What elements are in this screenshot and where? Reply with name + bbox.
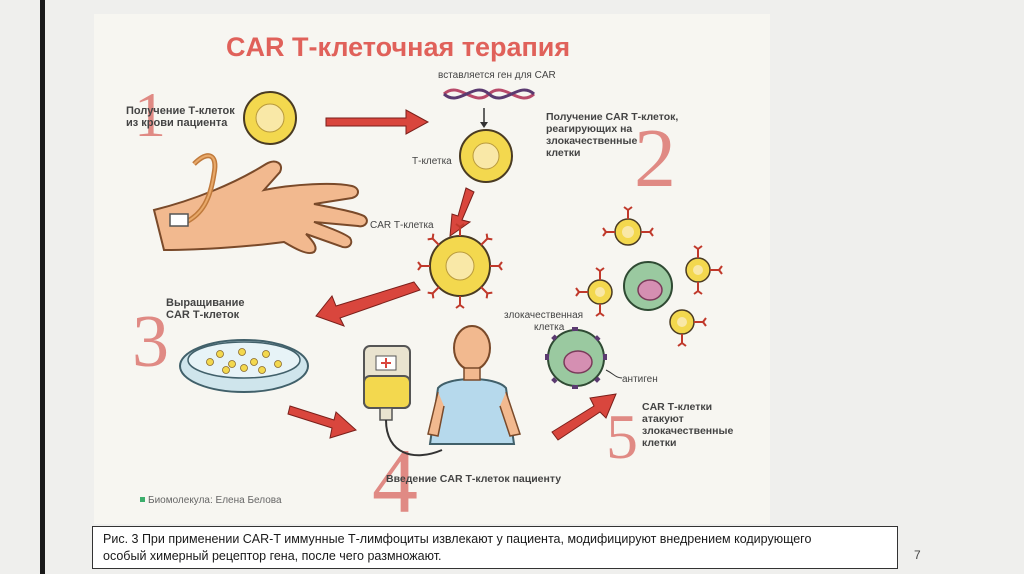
step-3-number: 3 [132,301,169,383]
t-cell-step-1 [243,91,297,145]
car-t-attack-cluster [575,206,723,347]
gene-arrowhead [480,122,488,128]
step-2-label-line-1: Получение CAR Т-клеток, [546,111,678,123]
arrow-t-cell-to-car-t [449,187,475,238]
dna-helix-icon [442,88,536,100]
malignant-cell-label-line-2: клетка [534,322,565,333]
arrow-culture-to-iv-bag [287,405,357,439]
arrow-step-1-to-2 [325,109,430,135]
step-3-label-line-1: Выращивание [166,297,244,309]
petri-dish-icon [179,339,309,393]
step-2-label-line-4: клетки [546,147,580,159]
step-3-label-line-2: CAR Т-клеток [166,309,240,321]
car-t-cell [417,223,503,309]
slide-left-stripe [40,0,45,574]
antigen-label: антиген [622,374,658,385]
page-number: 7 [914,548,921,562]
step-5-label-line-2: атакуют [642,413,684,425]
arrow-car-t-to-culture [315,281,421,327]
slide-left-margin [0,0,45,574]
step-2-number: 2 [634,112,676,205]
malignant-cell-label-line-1: злокачественная [504,310,583,321]
credit-text: Биомолекула: Елена Белова [148,495,282,506]
car-t-cell-label: CAR Т-клетка [370,220,434,231]
caption-line-1: Рис. 3 При применении CAR-T иммунные Т-л… [103,532,812,546]
step-1-number: 1 [134,79,166,150]
caption-line-2: особый химерный рецептор гена, после чег… [103,549,442,563]
step-5-label-line-4: клетки [642,437,676,449]
arrow-patient-to-attack [551,393,617,441]
malignant-cell [545,327,607,389]
step-4-label: Введение CAR Т-клеток пациенту [386,473,561,485]
step-5-label-line-1: CAR Т-клетки [642,401,712,413]
t-cell-label: Т-клетка [412,156,452,167]
gene-label: вставляется ген для CAR [438,70,556,81]
step-2-label-line-3: злокачественные [546,135,637,147]
step-1-label-line-1: Получение Т-клеток [126,105,235,117]
step-2-label-line-2: реагирующих на [546,123,632,135]
credit-bullet [140,497,145,502]
step-5-label-line-3: злокачественные [642,425,733,437]
step-5-number: 5 [606,401,638,472]
car-t-therapy-illustration: CAR Т-клеточная терапия 1 2 3 4 5 Получе… [94,14,770,524]
figure-caption: Рис. 3 При применении CAR-T иммунные Т-л… [92,526,898,569]
hand-illustration [152,153,368,254]
step-1-label-line-2: из крови пациента [126,117,228,129]
patient-illustration [427,325,521,445]
t-cell-step-2 [459,129,513,183]
figure-title: CAR Т-клеточная терапия [226,32,570,62]
antigen-pointer [605,369,623,379]
iv-bag-icon [363,345,443,457]
